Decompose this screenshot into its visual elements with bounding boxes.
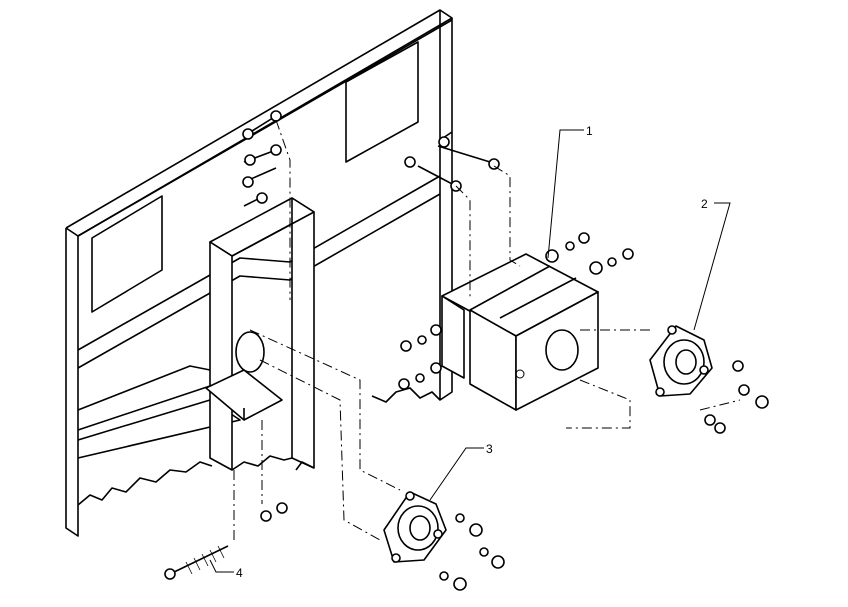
bolt-icon bbox=[164, 545, 229, 580]
bracket-icon bbox=[205, 197, 315, 471]
bracket-icon bbox=[441, 253, 599, 411]
bolt-icon bbox=[243, 115, 491, 207]
callout-leaders bbox=[209, 129, 731, 573]
callout-3: 3 bbox=[486, 442, 493, 456]
nut-icon bbox=[260, 232, 634, 522]
nut-icon bbox=[242, 110, 500, 204]
flange-bearing-icon bbox=[649, 325, 713, 397]
callout-4: 4 bbox=[236, 566, 243, 580]
nut-icon bbox=[704, 360, 769, 434]
nut-icon bbox=[439, 513, 505, 591]
assembly-lines bbox=[233, 119, 741, 541]
flange-bearing-icon bbox=[383, 491, 447, 563]
frame-panel-icon bbox=[65, 9, 453, 537]
callout-1: 1 bbox=[586, 124, 593, 138]
callout-2: 2 bbox=[701, 197, 708, 211]
